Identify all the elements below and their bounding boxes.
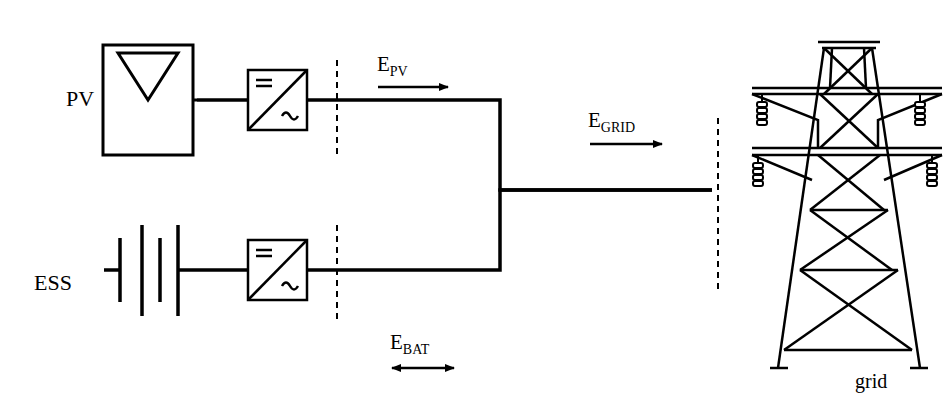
battery-symbol xyxy=(104,225,192,316)
node-label: PV xyxy=(66,87,94,111)
inverter-symbol xyxy=(248,240,307,300)
inverter-symbol xyxy=(248,70,307,130)
node-label: ESS xyxy=(34,271,72,295)
pv-node: PV xyxy=(55,40,197,160)
grid-node: grid xyxy=(712,30,940,396)
flow-arrow xyxy=(378,87,662,368)
node-label: grid xyxy=(855,370,887,392)
tower-symbol xyxy=(752,42,942,368)
energy-label: EBAT xyxy=(390,330,429,359)
ess-node: ESS xyxy=(28,215,192,325)
insulator-symbol xyxy=(753,94,937,186)
energy-label: EGRID xyxy=(588,108,635,137)
pv-panel-symbol xyxy=(103,45,197,155)
energy-label: EPV xyxy=(377,52,408,81)
